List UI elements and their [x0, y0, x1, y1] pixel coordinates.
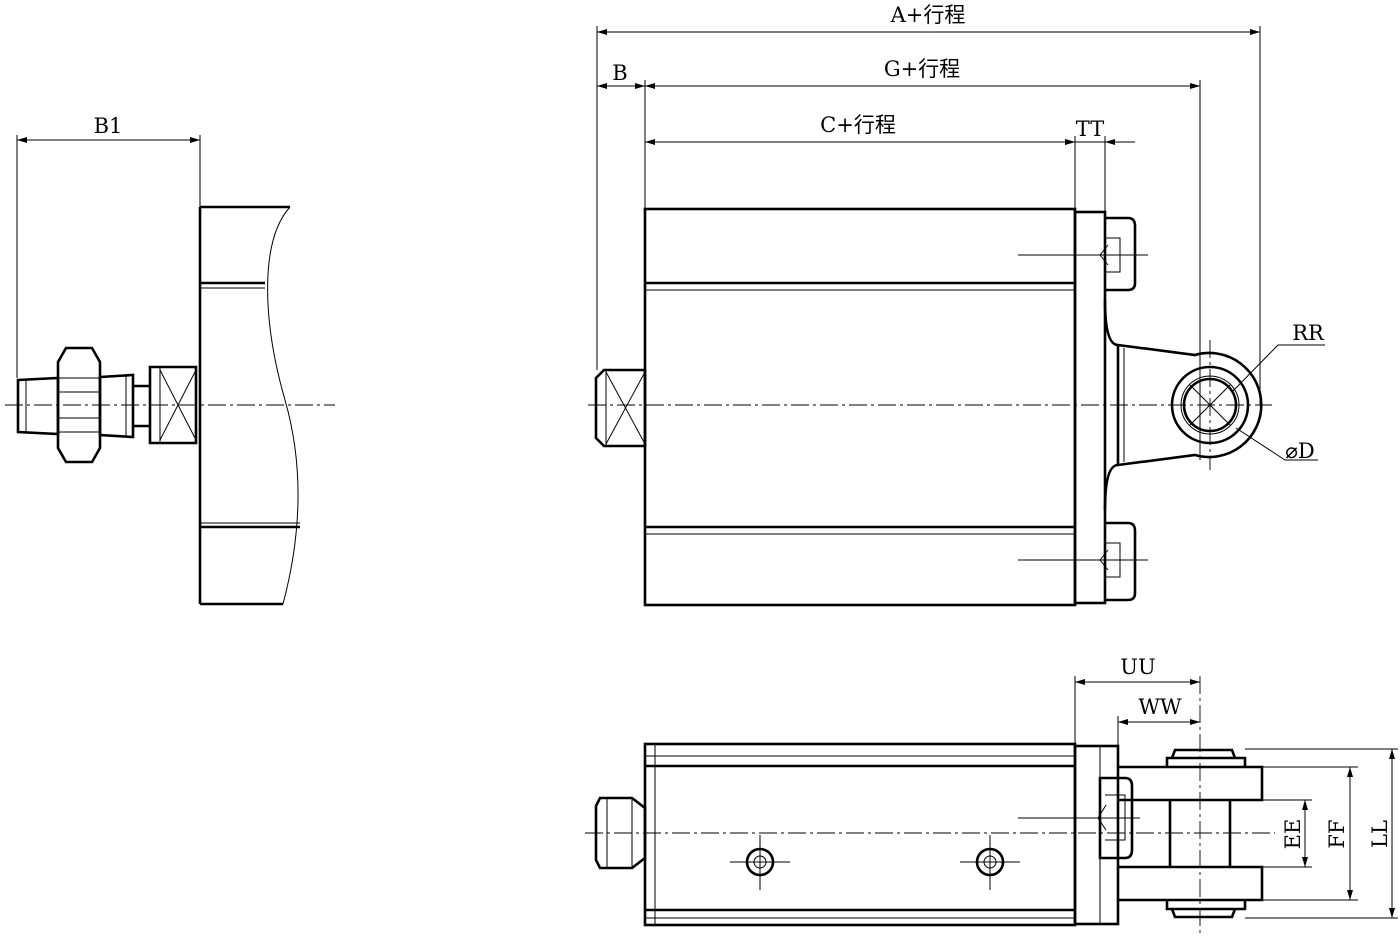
bottom-view: UU WW EE FF LL [585, 655, 1398, 935]
a-stroke-label: A+行程 [890, 3, 966, 27]
side-view: B1 [5, 114, 335, 606]
tt-label: TT [1076, 117, 1104, 141]
ff-label: FF [1325, 819, 1349, 848]
front-view: A+行程 G+行程 B C+行程 TT RR ⌀D [588, 3, 1325, 607]
g-stroke-label: G+行程 [884, 57, 960, 81]
b-label: B [612, 61, 627, 85]
rr-label: RR [1292, 321, 1325, 345]
ll-label: LL [1368, 820, 1392, 848]
uu-label: UU [1120, 655, 1155, 679]
ww-label: WW [1138, 695, 1182, 719]
ee-label: EE [1281, 819, 1305, 850]
b1-label: B1 [94, 114, 123, 138]
d-label: ⌀D [1285, 439, 1314, 463]
c-stroke-label: C+行程 [820, 113, 896, 137]
